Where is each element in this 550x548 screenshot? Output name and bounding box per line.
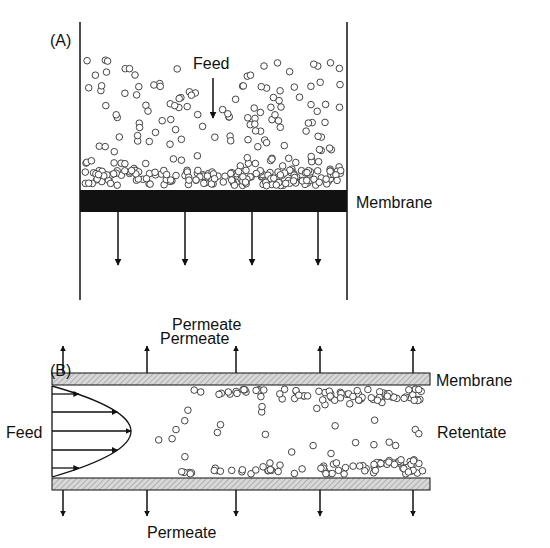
- dead-end-vessel: [80, 22, 347, 300]
- feed-arrow: [212, 78, 214, 118]
- permeate-arrows: [118, 212, 318, 265]
- retentate-label: Retentate: [437, 424, 506, 442]
- membrane-label: Membrane: [436, 372, 512, 390]
- particles: [82, 57, 426, 477]
- feed-label: Feed: [6, 424, 42, 442]
- feed-label: Feed: [193, 55, 229, 73]
- permeate-label: Permeate: [160, 330, 229, 348]
- panel-label: (B): [50, 362, 71, 380]
- membrane-label: Membrane: [356, 194, 432, 212]
- crossflow-membrane: [52, 373, 430, 490]
- velocity-profile: [52, 386, 131, 477]
- permeate-label: Permeate: [147, 524, 216, 542]
- panel-label: (A): [50, 32, 71, 50]
